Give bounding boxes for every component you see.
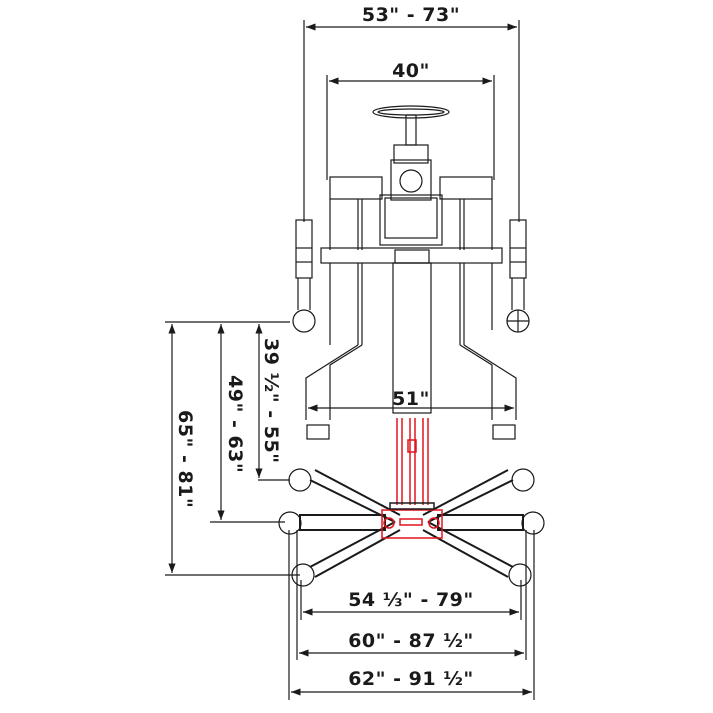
label-caster-spread: 51" — [392, 388, 430, 410]
label-leg-reach-3: 65" - 81" — [174, 410, 196, 509]
saddle-arms — [299, 469, 524, 578]
adapter-highlight — [381, 418, 443, 539]
saddle-pads — [278, 468, 545, 587]
rear-legs — [305, 263, 517, 440]
pump-head — [379, 144, 443, 246]
right-handle — [506, 219, 530, 333]
dim-line-overall-width — [303, 20, 520, 222]
left-handle — [292, 219, 316, 333]
label-frame-width: 40" — [392, 60, 430, 82]
dim-lines-front-width — [288, 530, 535, 700]
label-front-width-3: 62" - 91 ½" — [348, 668, 474, 690]
label-leg-reach-2: 49" - 63" — [224, 375, 246, 474]
upper-frame — [329, 176, 493, 250]
dim-lines-leg-reach — [165, 321, 300, 576]
dim-line-frame-width — [326, 75, 495, 180]
label-leg-reach-1: 39 ½" - 55" — [260, 338, 282, 464]
label-front-width-2: 60" - 87 ½" — [348, 630, 474, 652]
column — [392, 262, 432, 414]
label-overall-handle-width: 53" - 73" — [361, 4, 461, 26]
label-front-width-1: 54 ⅓" - 79" — [348, 589, 474, 611]
steering-wheel — [372, 105, 450, 146]
cross-bar — [320, 247, 503, 264]
